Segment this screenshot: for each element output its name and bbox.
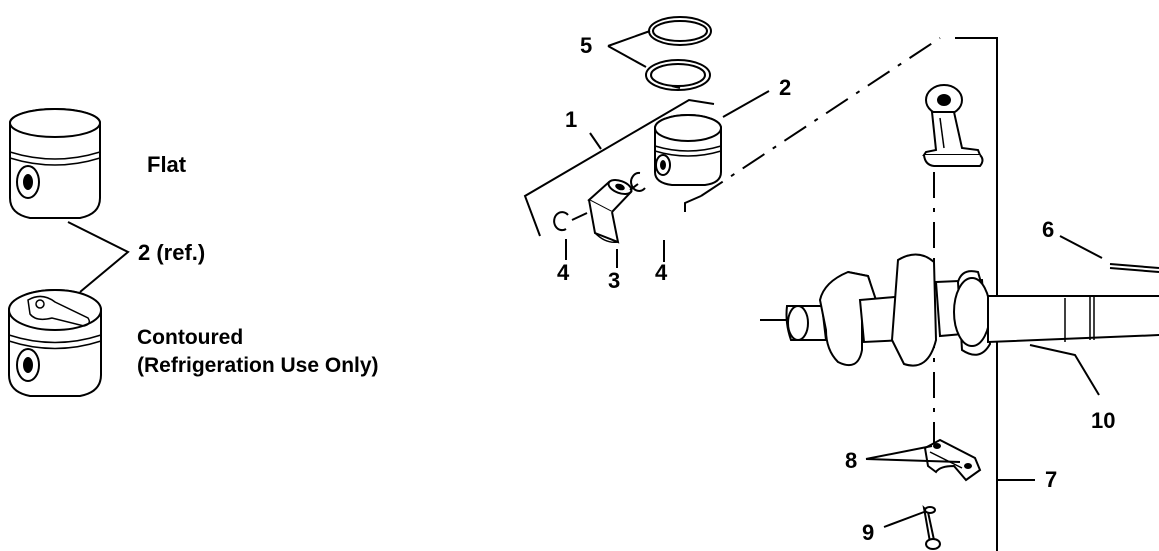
- flat-caption: Flat: [147, 152, 187, 177]
- ref-bracket: [67, 221, 130, 293]
- callout-6: 6: [1042, 217, 1054, 242]
- contoured-piston: [8, 289, 102, 397]
- pin-axis-right: [629, 183, 639, 191]
- callout-3: 3: [608, 268, 620, 293]
- rod-cap: [923, 438, 982, 482]
- piston-rings: [645, 16, 712, 91]
- contoured-caption: Contoured: [137, 326, 243, 349]
- callout-5: 5: [580, 33, 592, 58]
- ref-caption: 2 (ref.): [138, 240, 205, 265]
- retaining-rings: [553, 171, 646, 232]
- piston-pin: [587, 179, 633, 244]
- callout-1: 1: [565, 107, 577, 132]
- assembly-box-bracket: [684, 37, 1035, 551]
- callout-9: 9: [862, 520, 874, 545]
- rod-bolt: [922, 505, 941, 550]
- piston: [654, 114, 722, 186]
- callout-4-right: 4: [655, 260, 668, 285]
- connecting-rod: [922, 84, 984, 167]
- leader-lines: [565, 30, 1103, 528]
- callout-2: 2: [779, 75, 791, 100]
- pin-axis-left: [571, 212, 588, 221]
- contoured-subcaption: (Refrigeration Use Only): [137, 354, 379, 377]
- callout-10: 10: [1091, 408, 1115, 433]
- crankshaft: [760, 253, 1159, 367]
- callout-4-left: 4: [557, 260, 570, 285]
- callout-7: 7: [1045, 467, 1057, 492]
- callout-8: 8: [845, 448, 857, 473]
- dipper: [1109, 263, 1159, 273]
- flat-piston: [9, 108, 101, 219]
- piston-assembly-bracket: [523, 98, 715, 237]
